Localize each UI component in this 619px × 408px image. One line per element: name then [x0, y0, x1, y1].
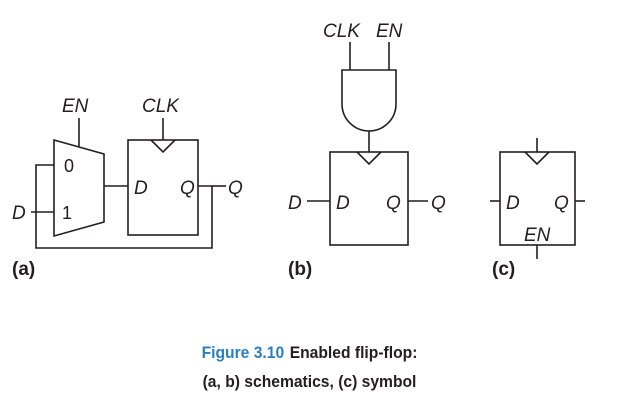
panel-b-label: (b): [288, 259, 312, 280]
panel-b-q-output-label: Q: [431, 193, 446, 214]
panel-c-symbol: D Q EN (c): [490, 138, 585, 280]
panel-c-ff-q-label: Q: [554, 193, 569, 214]
panel-b-clk-label: CLK: [323, 21, 361, 42]
panel-b-en-label: EN: [376, 21, 403, 42]
panel-a-schematic: 0 1 EN D D Q CLK Q (a): [12, 96, 243, 280]
panel-b-clock-triangle: [356, 151, 382, 166]
panel-a-q-output-label: Q: [228, 178, 243, 199]
panel-a-en-label: EN: [62, 96, 89, 117]
panel-b-schematic: CLK EN D Q D Q (b): [288, 21, 446, 280]
panel-a-flip-flop: [127, 139, 199, 236]
caption-title: Enabled flip-flop:: [289, 343, 418, 362]
panel-a-ff-d-label: D: [134, 178, 148, 199]
panel-b-d-input-label: D: [288, 193, 302, 214]
panel-a-label: (a): [12, 259, 35, 280]
panel-c-ff-d-label: D: [506, 193, 520, 214]
panel-a-ff-q-label: Q: [180, 178, 195, 199]
panel-c-en-label: EN: [524, 225, 551, 246]
panel-c-label: (c): [492, 259, 515, 280]
panel-a-d-input-label: D: [12, 203, 26, 224]
and-gate: [341, 69, 397, 132]
mux-input-0-label: 0: [64, 156, 74, 176]
multiplexer: [53, 138, 105, 238]
caption-line-2: (a, b) schematics, (c) symbol: [202, 372, 417, 391]
panel-c-clock-triangle: [524, 151, 550, 166]
figure-number: Figure 3.10: [201, 343, 285, 362]
panel-a-clock-triangle: [150, 139, 176, 154]
panel-b-ff-q-label: Q: [386, 193, 401, 214]
panel-b-flip-flop: [329, 151, 409, 246]
panel-b-ff-d-label: D: [336, 193, 350, 214]
panel-a-clk-label: CLK: [142, 96, 180, 117]
panel-a-feedback-wire: [35, 164, 213, 249]
mux-input-1-label: 1: [62, 203, 72, 223]
